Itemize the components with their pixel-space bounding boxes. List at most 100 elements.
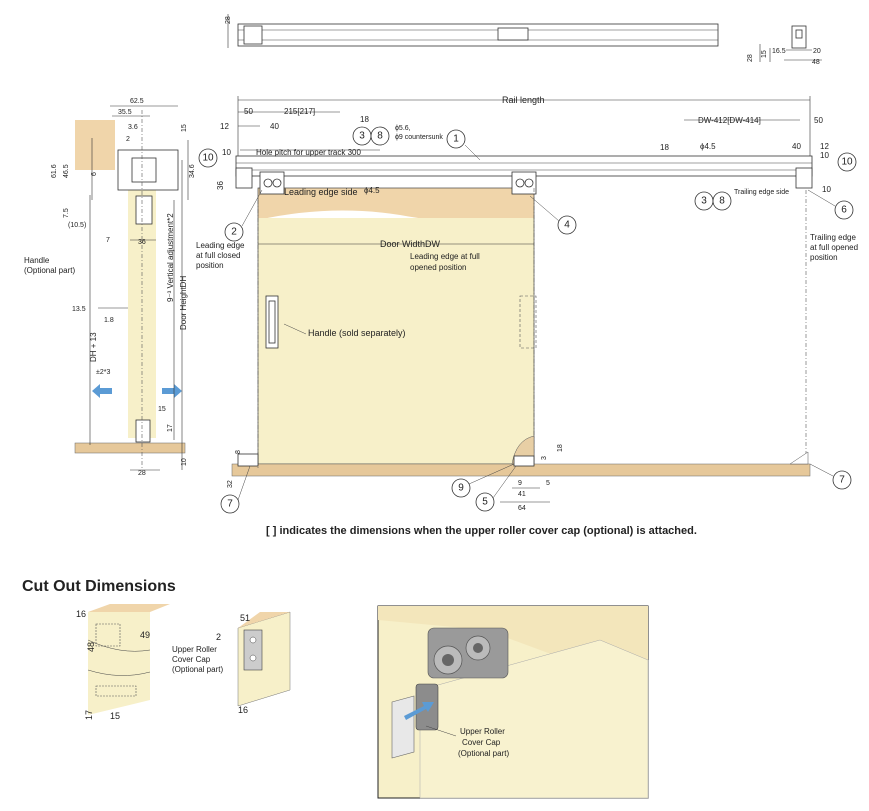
side-handle-label-2: (Optional part)	[24, 266, 75, 275]
cut-dim-51: 51	[240, 613, 250, 623]
leading-closed-2: at full closed	[196, 251, 240, 260]
front-dim-18-left: 18	[360, 115, 369, 124]
front-dim-32: 32	[227, 480, 234, 488]
svg-text:1: 1	[453, 134, 459, 145]
front-dim-9: 9	[518, 480, 522, 487]
callout-10-right: 10	[837, 152, 857, 172]
side-dim-2: 2	[126, 136, 130, 143]
open-position-outline	[533, 188, 807, 464]
leading-closed-1: Leading edge	[196, 241, 245, 250]
trailing-opened-2: at full opened	[810, 243, 858, 252]
cut-dim-15: 15	[110, 711, 120, 721]
side-dim-7-5: 7.5	[63, 208, 70, 218]
top-dim-28b: 28	[747, 54, 754, 62]
front-dim-12-right: 12	[820, 142, 829, 151]
top-dim-20: 20	[813, 48, 821, 55]
svg-text:3: 3	[359, 131, 365, 142]
front-dim-215: 215[217]	[284, 107, 315, 116]
side-dim-3-6: 3.6	[128, 124, 138, 131]
front-dim-40-left: 40	[270, 122, 279, 131]
leading-opened-1: Leading edge at full	[410, 252, 480, 261]
svg-text:9: 9	[458, 483, 464, 494]
roller-photo: Upper Roller Cover Cap (Optional part)	[377, 605, 649, 799]
top-dim-48: 48	[812, 59, 820, 66]
top-dim-28: 28	[225, 16, 232, 24]
side-dim-15b: 15	[158, 406, 166, 413]
side-dim-10: 10	[181, 458, 188, 466]
callout-8-right: 8	[712, 191, 732, 211]
front-dim-dw412: DW-412[DW-414]	[698, 116, 761, 125]
photo-cap-label-3: (Optional part)	[458, 749, 509, 758]
photo-cap-label-1: Upper Roller	[460, 727, 505, 736]
rail-length-label: Rail length	[502, 95, 545, 105]
front-dim-18-bottom: 18	[557, 444, 564, 452]
top-dim-15: 15	[761, 50, 768, 58]
side-handle-label-1: Handle	[24, 256, 50, 265]
callout-10-left: 10	[198, 148, 218, 168]
svg-text:7: 7	[227, 499, 233, 510]
svg-text:10: 10	[841, 157, 853, 168]
cut-dim-49: 49	[140, 630, 150, 640]
callout-6: 6	[834, 200, 854, 220]
trailing-edge-side-label: Trailing edge side	[734, 189, 789, 196]
front-dim-64: 64	[518, 505, 526, 512]
side-view: 62.5 35.5 3.6 2 15 61.6 46.5 6 7.5 (10.5…	[24, 98, 196, 477]
callout-3-right: 3	[694, 191, 714, 211]
front-dim-12-left: 12	[220, 122, 229, 131]
floor-guide-right	[513, 455, 535, 467]
callout-7-right: 7	[832, 470, 852, 490]
handle-open-position	[519, 295, 537, 349]
front-dim-18-right: 18	[660, 143, 669, 152]
svg-text:5: 5	[482, 497, 488, 508]
callout-8-left: 8	[370, 126, 390, 146]
side-dim-34-6: 34.6	[189, 164, 196, 178]
side-dim-35-5: 35.5	[118, 109, 132, 116]
countersunk-1: ϕ5.6,	[395, 125, 411, 132]
rail-end-right	[795, 167, 813, 189]
side-dim-7: 7	[106, 237, 110, 244]
right-adjust-arrow	[162, 384, 182, 398]
cutout-cap-label-1: Upper Roller	[172, 645, 217, 654]
callout-9: 9	[451, 478, 471, 498]
front-dim-50-left: 50	[244, 107, 253, 116]
front-dim-40-right: 40	[792, 142, 801, 151]
cut-dim-17: 17	[84, 710, 94, 720]
svg-text:10: 10	[202, 153, 214, 164]
front-dim-3: 3	[541, 456, 548, 460]
front-dim-10-right-low: 10	[822, 185, 831, 194]
left-adjust-arrow	[92, 384, 112, 398]
cutout-left-figure: 16 48 49 17 15	[76, 604, 170, 721]
side-dim-6: 6	[91, 172, 98, 176]
door-panel	[258, 218, 534, 464]
side-dim-10-5: (10.5)	[68, 222, 86, 229]
cutout-heading: Cut Out Dimensions	[22, 578, 176, 595]
svg-text:3: 3	[701, 196, 707, 207]
front-ceiling	[258, 188, 534, 223]
side-dim-62-5: 62.5	[130, 98, 144, 105]
side-dim-61-6: 61.6	[51, 164, 58, 178]
side-dim-15: 15	[181, 124, 188, 132]
front-dim-8: 8	[235, 450, 242, 454]
cutout-cap-label-3: (Optional part)	[172, 665, 223, 674]
cut-dim-16: 16	[76, 609, 86, 619]
svg-text:4: 4	[564, 220, 570, 231]
side-vertical-adjust: 9⁻³ Vertical adjustment*2	[166, 213, 175, 302]
callout-5: 5	[475, 492, 495, 512]
front-dim-5: 5	[546, 480, 550, 487]
cut-dim-2: 2	[216, 632, 221, 642]
front-view: Rail length 50 215[217] 12 40 10 18 36 D…	[196, 95, 858, 512]
callout-3-left: 3	[352, 126, 372, 146]
rail-end-left	[235, 167, 253, 189]
door-width-label: Door WidthDW	[380, 239, 441, 249]
top-strip-view: 28 28 15 16.5 20 48	[225, 14, 822, 66]
side-dim-13-5: 13.5	[72, 306, 86, 313]
callout-7-left: 7	[220, 494, 240, 514]
side-pm2: ±2*3	[96, 369, 110, 376]
callout-4: 4	[557, 215, 577, 235]
side-door-height: Door HeightDH	[179, 276, 188, 330]
side-dim-17: 17	[167, 424, 174, 432]
cut-dim-48: 48	[86, 642, 96, 652]
side-dim-36: 36	[138, 239, 146, 246]
front-dim-41: 41	[518, 491, 526, 498]
